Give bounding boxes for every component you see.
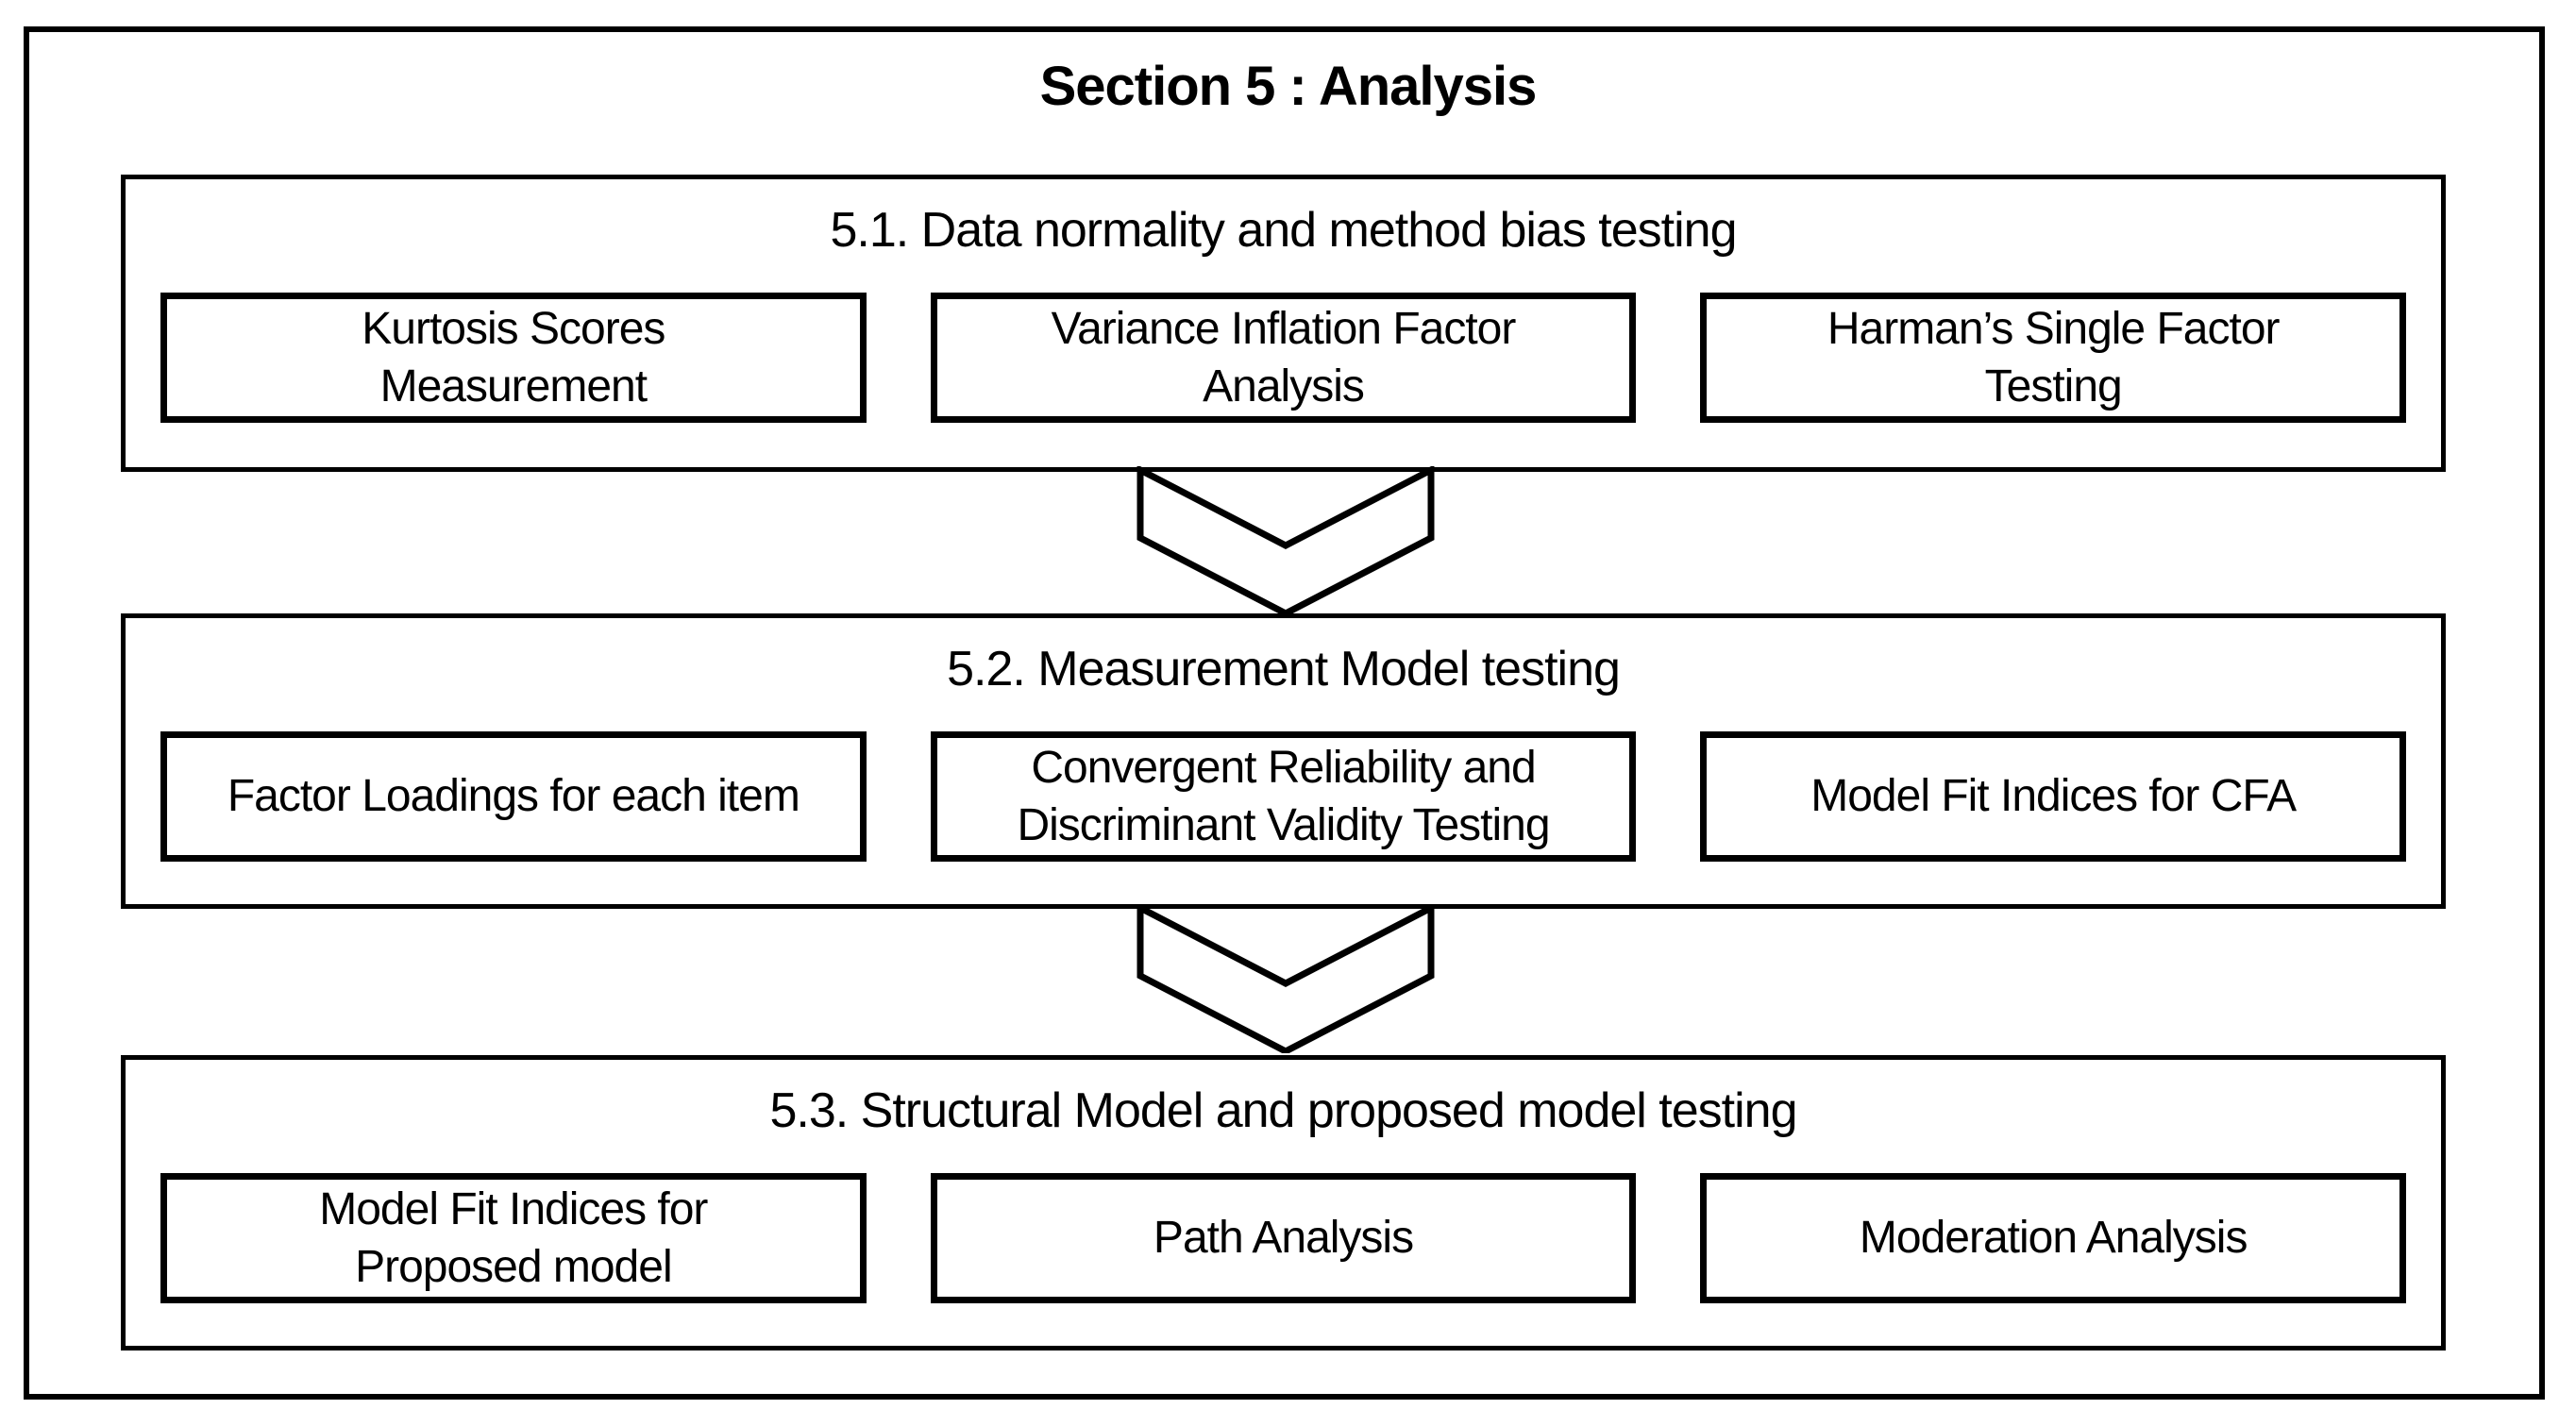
section-5-3-box-row: Model Fit Indices for Proposed model Pat… — [160, 1173, 2407, 1303]
box-model-fit-indices-cfa: Model Fit Indices for CFA — [1700, 731, 2407, 862]
section-5-1-header: 5.1. Data normality and method bias test… — [830, 203, 1737, 258]
box-convergent-discriminant-validity: Convergent Reliability and Discriminant … — [930, 731, 1637, 862]
box-harmans-single-factor-testing: Harman’s Single Factor Testing — [1700, 293, 2407, 423]
chevron-down-icon — [1136, 466, 1435, 615]
box-factor-loadings-each-item: Factor Loadings for each item — [160, 731, 867, 862]
box-kurtosis-scores-measurement: Kurtosis Scores Measurement — [160, 293, 867, 423]
section-5-3-header: 5.3. Structural Model and proposed model… — [769, 1083, 1797, 1138]
section-5-2: 5.2. Measurement Model testing Factor Lo… — [121, 613, 2446, 909]
section-5-2-header: 5.2. Measurement Model testing — [947, 642, 1621, 696]
section-5-1-box-row: Kurtosis Scores Measurement Variance Inf… — [160, 293, 2407, 423]
diagram-title: Section 5 : Analysis — [1039, 56, 1538, 117]
section-5-2-box-row: Factor Loadings for each item Convergent… — [160, 731, 2407, 862]
chevron-down-icon — [1136, 904, 1435, 1053]
section-5-1: 5.1. Data normality and method bias test… — [121, 175, 2446, 472]
box-moderation-analysis: Moderation Analysis — [1700, 1173, 2407, 1303]
box-variance-inflation-factor-analysis: Variance Inflation Factor Analysis — [930, 293, 1637, 423]
box-model-fit-indices-proposed-model: Model Fit Indices for Proposed model — [160, 1173, 867, 1303]
box-path-analysis: Path Analysis — [930, 1173, 1637, 1303]
section-5-3: 5.3. Structural Model and proposed model… — [121, 1055, 2446, 1351]
